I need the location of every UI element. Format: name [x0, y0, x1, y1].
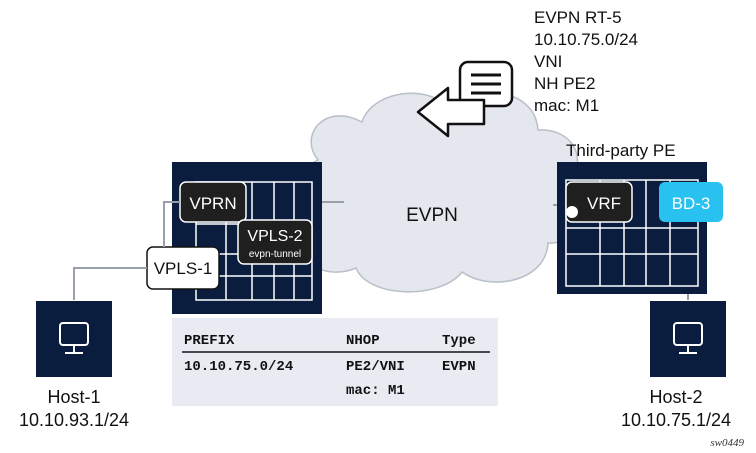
route-table: PREFIX NHOP Type 10.10.75.0/24 PE2/VNI E… — [172, 318, 498, 406]
advert-line-3: VNI — [534, 52, 562, 71]
vrf-port-icon — [566, 206, 578, 218]
advert-line-4: NH PE2 — [534, 74, 595, 93]
table-header-nhop: NHOP — [346, 333, 380, 349]
bd3-label: BD-3 — [672, 194, 711, 213]
advert-line-1: EVPN RT-5 — [534, 8, 622, 27]
table-cell-mac: mac: M1 — [346, 383, 405, 399]
vrf-box — [565, 181, 633, 223]
host2-name: Host-2 — [649, 387, 702, 407]
vpls1-label: VPLS-1 — [154, 259, 213, 278]
vrf-label: VRF — [587, 194, 621, 213]
figure-id: sw0449 — [710, 437, 744, 449]
bd3-box — [659, 182, 723, 222]
vprn-label: VPRN — [189, 194, 236, 213]
left-pe-router: VPRN VPLS-2 evpn-tunnel VPLS-1 — [146, 162, 322, 314]
advert-arrow-icon — [416, 86, 486, 138]
vpls2-box — [237, 219, 313, 265]
table-cell-prefix: 10.10.75.0/24 — [184, 359, 293, 375]
host1-ip: 10.10.93.1/24 — [19, 410, 129, 430]
cloud-label: EVPN — [406, 205, 458, 226]
right-pe-router: VRF BD-3 — [557, 162, 723, 294]
route-advert: EVPN RT-5 10.10.75.0/24 VNI NH PE2 mac: … — [534, 8, 638, 115]
vpls2-label: VPLS-2 — [247, 228, 302, 245]
table-cell-type: EVPN — [442, 359, 476, 375]
table-header-type: Type — [442, 333, 476, 349]
host1-name: Host-1 — [47, 387, 100, 407]
message-icon — [458, 60, 514, 108]
table-header-prefix: PREFIX — [184, 333, 235, 349]
table-cell-nhop: PE2/VNI — [346, 359, 405, 375]
host2-ip: 10.10.75.1/24 — [621, 410, 731, 430]
host2-icon — [650, 301, 726, 377]
advert-line-2: 10.10.75.0/24 — [534, 30, 638, 49]
vpls2-sub-label: evpn-tunnel — [249, 249, 301, 260]
third-party-pe-label: Third-party PE — [566, 141, 676, 160]
advert-line-5: mac: M1 — [534, 96, 599, 115]
host1-icon — [36, 301, 112, 377]
